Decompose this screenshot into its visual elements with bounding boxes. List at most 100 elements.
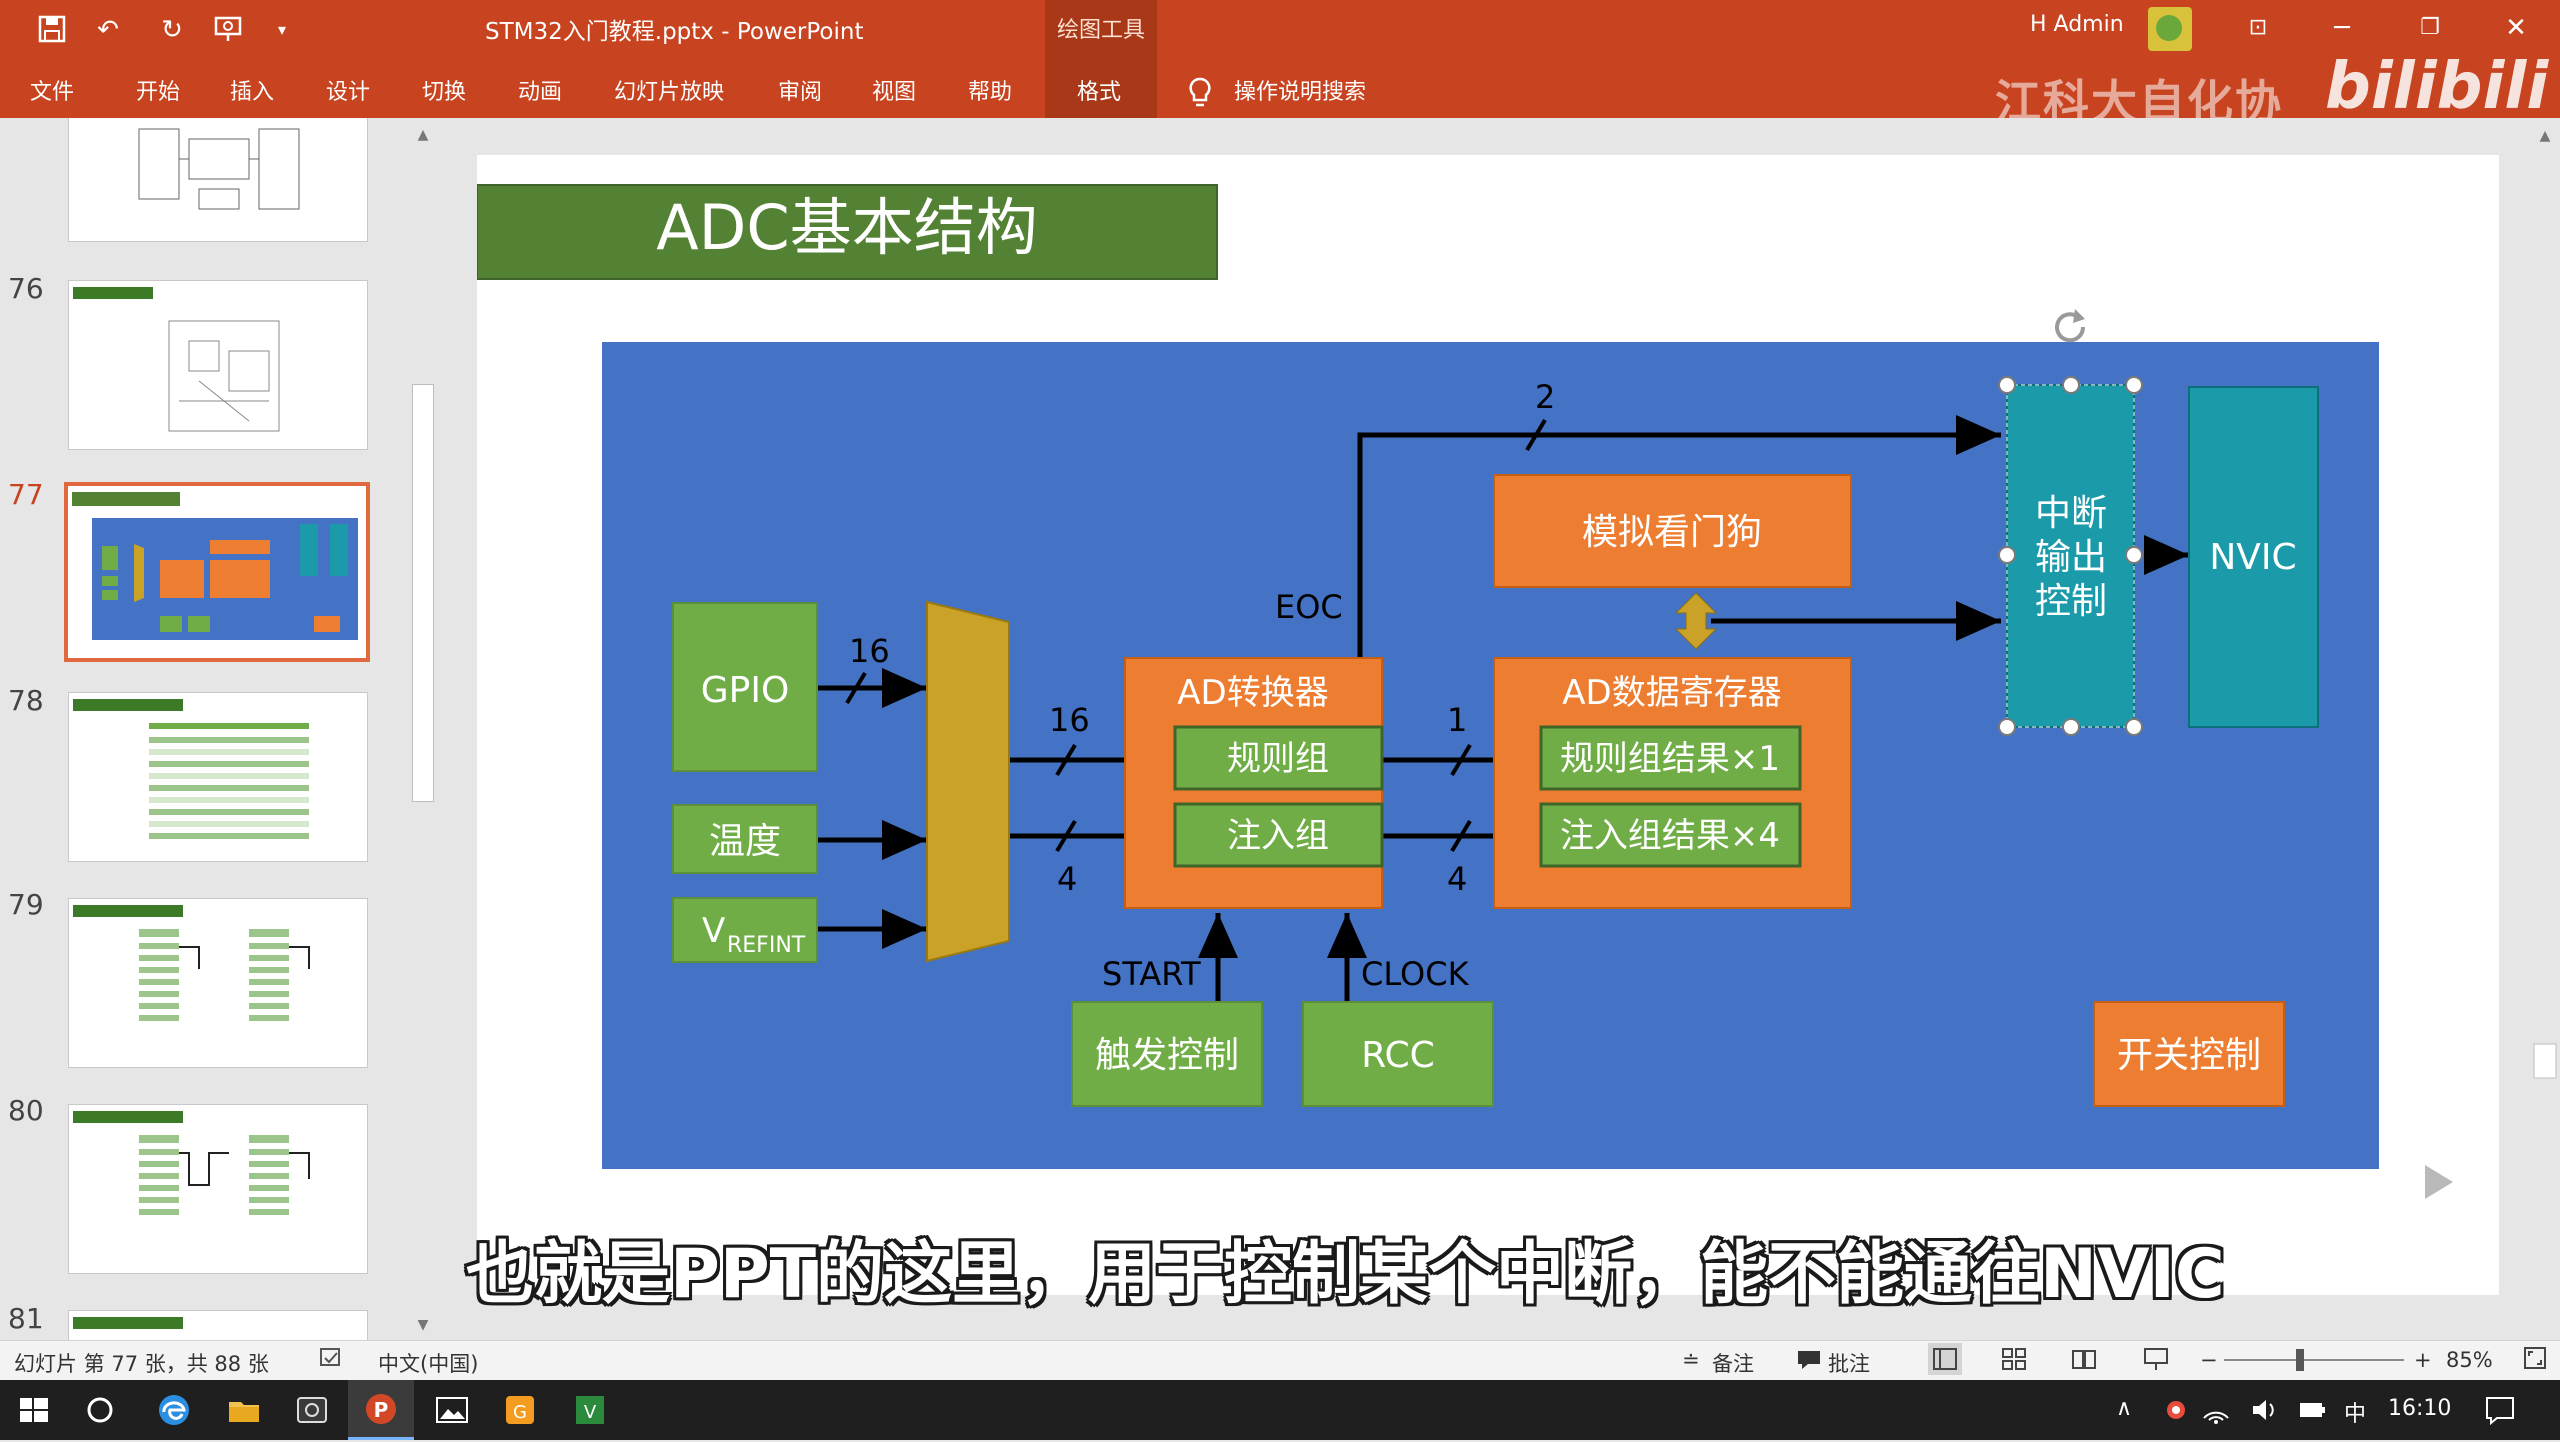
vrefint-block [672, 897, 818, 963]
svg-text:注入组: 注入组 [1227, 816, 1329, 856]
orange-app-icon[interactable]: G [500, 1390, 540, 1430]
tab-insert[interactable]: 插入 [230, 80, 275, 105]
svg-text:AD数据寄存器: AD数据寄存器 [1562, 673, 1781, 713]
bus-label-1: 1 [1447, 701, 1467, 739]
zoom-out-icon[interactable]: − [2200, 1348, 2218, 1372]
eoc-label: EOC [1275, 588, 1343, 626]
tab-format[interactable]: 格式 [1077, 80, 1122, 105]
zoom-slider-handle[interactable] [2296, 1349, 2304, 1371]
thumbnail-number: 79 [8, 888, 44, 921]
zoom-slider[interactable] [2224, 1359, 2404, 1361]
notification-center-icon[interactable] [2480, 1390, 2520, 1430]
tab-animations[interactable]: 动画 [518, 80, 563, 105]
tab-home[interactable]: 开始 [136, 80, 181, 105]
tab-slideshow[interactable]: 幻灯片放映 [614, 80, 725, 105]
save-icon[interactable] [36, 14, 68, 46]
video-subtitle: 也就是PPT的这里，用于控制某个中断，能不能通往NVIC [466, 1235, 2225, 1314]
gpio-block [672, 602, 818, 772]
slide-sorter-icon[interactable] [2000, 1345, 2028, 1378]
svg-text:触发控制: 触发控制 [1095, 1035, 1239, 1076]
avatar[interactable] [2148, 7, 2192, 51]
bilibili-logo: bilibili [2325, 50, 2549, 124]
slide-thumbnail-75[interactable] [68, 118, 368, 242]
file-explorer-icon[interactable] [224, 1390, 264, 1430]
svg-text:RCC: RCC [1361, 1035, 1435, 1076]
scroll-up-icon[interactable]: ▲ [417, 127, 429, 143]
start-label: START [1102, 955, 1201, 993]
taskbar: P G V ∧ 中 16:10 [0, 1380, 2560, 1440]
editor-scrollbar[interactable]: ▲ [2530, 118, 2560, 1340]
comments-icon[interactable] [1796, 1348, 1822, 1377]
close-icon[interactable]: ✕ [2505, 13, 2527, 43]
slideshow-view-icon[interactable] [2142, 1345, 2170, 1378]
reading-view-icon[interactable] [2070, 1345, 2098, 1378]
thumbnail-scrollbar[interactable]: ▲ ▼ [410, 126, 436, 1346]
svg-text:控制: 控制 [2035, 581, 2107, 622]
search-icon[interactable] [80, 1390, 120, 1430]
tab-help[interactable]: 帮助 [968, 80, 1013, 105]
spellcheck-icon[interactable] [318, 1345, 344, 1376]
undo-icon[interactable]: ↶ [97, 15, 119, 45]
regular-result-block [1539, 725, 1802, 791]
minimize-icon[interactable]: ─ [2334, 13, 2350, 43]
network-icon[interactable] [2196, 1390, 2236, 1430]
input-method-indicator[interactable]: 中 [2344, 1402, 2367, 1427]
tell-me-search[interactable]: 操作说明搜索 [1234, 80, 1367, 105]
notes-button[interactable]: 备注 [1712, 1352, 1754, 1376]
tab-view[interactable]: 视图 [872, 80, 917, 105]
svg-text:P: P [374, 1398, 389, 1422]
notes-icon[interactable]: ≐ [1682, 1348, 1700, 1372]
slide-thumbnail-80[interactable] [68, 1104, 368, 1274]
tab-file[interactable]: 文件 [30, 80, 75, 105]
lightbulb-icon[interactable] [1186, 76, 1214, 110]
zoom-in-icon[interactable]: + [2414, 1348, 2432, 1372]
slide-thumbnail-77[interactable] [64, 482, 370, 662]
battery-icon[interactable] [2292, 1390, 2332, 1430]
bus-label-4: 4 [1447, 860, 1467, 898]
bus-label-2: 2 [1535, 378, 1555, 416]
fit-to-window-icon[interactable] [2522, 1345, 2548, 1376]
slide-thumbnail-78[interactable] [68, 692, 368, 862]
tray-app-icon[interactable] [2156, 1390, 2196, 1430]
camera-app-icon[interactable] [292, 1390, 332, 1430]
photos-app-icon[interactable] [432, 1390, 472, 1430]
zoom-level[interactable]: 85% [2446, 1348, 2493, 1372]
svg-text:V: V [584, 1402, 597, 1423]
injected-result-block [1539, 802, 1802, 868]
scroll-down-icon[interactable]: ▼ [417, 1317, 429, 1333]
scrollbar-thumb[interactable] [412, 384, 434, 802]
play-icon[interactable] [2385, 1137, 2487, 1227]
tab-design[interactable]: 设计 [326, 80, 371, 105]
slide-thumbnail-81[interactable] [68, 1310, 368, 1340]
powerpoint-taskbar-button[interactable]: P [348, 1380, 414, 1440]
double-arrow-icon [1674, 592, 1718, 650]
user-name[interactable]: H Admin [2030, 12, 2124, 37]
slide-thumbnail-79[interactable] [68, 898, 368, 1068]
restore-icon[interactable]: ❐ [2420, 15, 2440, 40]
svg-text:G: G [513, 1402, 527, 1423]
comments-button[interactable]: 批注 [1828, 1352, 1870, 1376]
language-indicator[interactable]: 中文(中国) [378, 1352, 479, 1376]
svg-text:开关控制: 开关控制 [2117, 1035, 2261, 1076]
windows-start-icon[interactable] [14, 1390, 54, 1430]
svg-text:温度: 温度 [709, 821, 781, 862]
slide-canvas[interactable]: ADC基本结构 [476, 155, 2499, 1295]
volume-icon[interactable] [2244, 1390, 2284, 1430]
redo-icon[interactable]: ↻ [161, 15, 183, 45]
tab-review[interactable]: 审阅 [778, 80, 823, 105]
slide-counter: 幻灯片 第 77 张，共 88 张 [14, 1352, 269, 1376]
normal-view-icon[interactable] [1928, 1343, 1962, 1375]
tab-transitions[interactable]: 切换 [422, 80, 467, 105]
show-hidden-icons-icon[interactable]: ∧ [2116, 1396, 2133, 1421]
ribbon-display-options-icon[interactable]: ⊡ [2248, 15, 2268, 40]
svg-text:模拟看门狗: 模拟看门狗 [1582, 512, 1762, 553]
customize-toolbar-icon[interactable]: ▾ [277, 20, 287, 39]
clock[interactable]: 16:10 [2388, 1396, 2452, 1421]
start-slideshow-icon[interactable] [212, 14, 244, 46]
edge-browser-icon[interactable] [154, 1390, 194, 1430]
svg-text:中断: 中断 [2035, 493, 2107, 534]
slide-thumbnail-76[interactable] [68, 280, 368, 450]
keil-uvision-icon[interactable]: V [570, 1390, 610, 1430]
slide-title: ADC基本结构 [656, 191, 1037, 264]
thumbnail-number: 81 [8, 1302, 44, 1335]
